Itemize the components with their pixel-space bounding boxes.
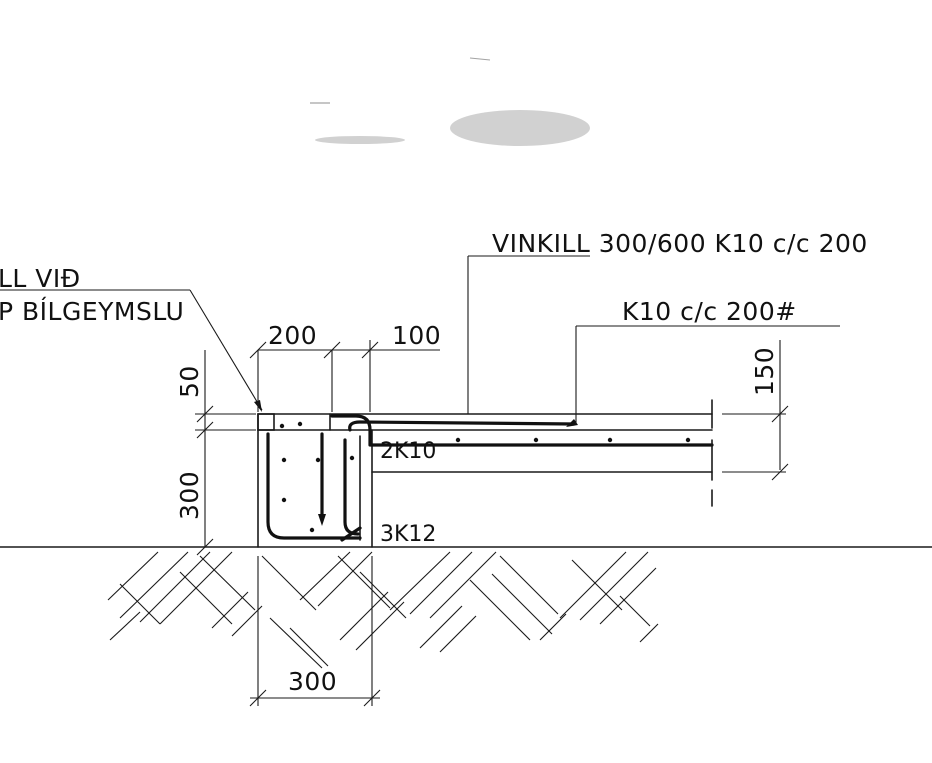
label-vinkill: VINKILL 300/600 K10 c/c 200 (492, 229, 868, 258)
label-2k10: 2K10 (380, 439, 436, 464)
reinforcement-bars (266, 414, 714, 542)
dim-150: 150 (750, 347, 779, 396)
arrowhead-mid (318, 514, 326, 526)
dim-300-bottom: 300 (288, 667, 337, 696)
soil-hatching (107, 551, 659, 669)
label-k10: K10 c/c 200# (622, 297, 797, 326)
rebar-dots (279, 421, 691, 533)
dim-300-vertical: 300 (175, 471, 204, 520)
dim-200: 200 (268, 321, 317, 350)
label-top-left-line1: LL VIÐ (0, 264, 81, 293)
dim-100: 100 (392, 321, 441, 350)
scan-smudge (310, 57, 590, 146)
label-top-left-line2: P BÍLGEYMSLU (0, 297, 184, 326)
concrete-outline (257, 413, 713, 548)
dim-50: 50 (175, 365, 204, 398)
arrowhead-top (566, 419, 578, 427)
dimension-lines (195, 340, 789, 707)
leader-lines (0, 255, 840, 424)
label-3k12: 3K12 (380, 522, 436, 547)
